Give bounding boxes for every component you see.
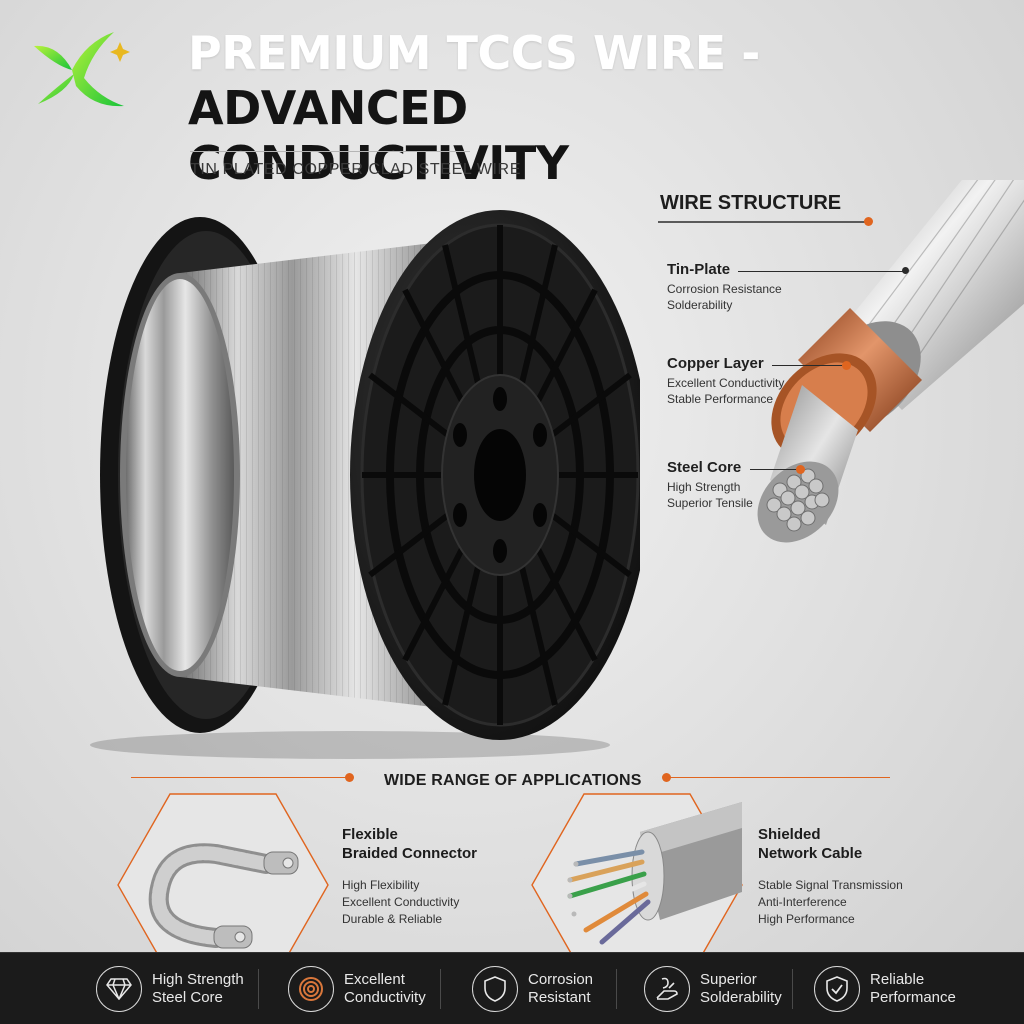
feature-label: Conductivity xyxy=(344,989,426,1006)
leader-dot-steel xyxy=(796,465,805,474)
feature-label: Reliable xyxy=(870,971,925,988)
layer-desc: Stable Performance xyxy=(667,392,774,406)
layer-name: Steel Core xyxy=(667,459,742,476)
layer-desc: Corrosion Resistance xyxy=(667,282,782,296)
applications-dot-left xyxy=(345,773,354,782)
feature-divider xyxy=(440,969,441,1009)
feature-divider xyxy=(616,969,617,1009)
wire-structure-title: WIRE STRUCTURE xyxy=(660,192,842,214)
layer-desc: High Strength xyxy=(667,480,741,494)
feature-label: Steel Core xyxy=(152,989,223,1006)
feature-label: Superior xyxy=(700,971,757,988)
app-desc: High Performance xyxy=(758,912,855,926)
feature-label: Solderability xyxy=(700,989,782,1006)
layer-tin-plate: Tin-Plate Corrosion Resistance Solderabi… xyxy=(667,261,837,313)
applications-title: WIDE RANGE OF APPLICATIONS xyxy=(384,772,642,789)
app-desc: Stable Signal Transmission xyxy=(758,878,903,892)
braided-connector-image xyxy=(117,793,329,977)
wire-structure-dot xyxy=(864,217,873,226)
feature-label: High Strength xyxy=(152,971,244,988)
app-name: Braided Connector xyxy=(342,845,478,862)
app-desc: High Flexibility xyxy=(342,878,420,892)
layer-name: Copper Layer xyxy=(667,355,764,372)
leader-dot-copper xyxy=(842,361,851,370)
applications-dot-right xyxy=(662,773,671,782)
app-name: Network Cable xyxy=(758,845,863,862)
coil-icon xyxy=(288,966,334,1012)
applications-header: WIDE RANGE OF APPLICATIONS xyxy=(0,770,1024,794)
page-title: PREMIUM TCCS WIRE - ADVANCED CONDUCTIVIT… xyxy=(188,26,808,191)
leader-line-steel xyxy=(750,469,798,470)
app-desc: Durable & Reliable xyxy=(342,912,443,926)
title-line-2: ADVANCED CONDUCTIVITY xyxy=(188,81,569,190)
shield-icon xyxy=(472,966,518,1012)
subtitle-divider xyxy=(190,151,470,152)
leader-dot-tin xyxy=(902,267,909,274)
feature-label: Resistant xyxy=(528,989,591,1006)
layer-desc: Solderability xyxy=(667,298,733,312)
solder-hand-icon xyxy=(644,966,690,1012)
layer-name: Tin-Plate xyxy=(667,261,731,278)
feature-label: Performance xyxy=(870,989,956,1006)
app-desc: Excellent Conductivity xyxy=(342,895,460,909)
applications-line-left xyxy=(131,777,349,778)
feature-divider xyxy=(258,969,259,1009)
wire-spool-image xyxy=(90,210,640,759)
network-cable-image xyxy=(531,793,743,977)
applications-line-right xyxy=(668,777,890,778)
page-subtitle: TIN PLATED COPPER CLAD STEEL WIRE xyxy=(190,161,521,178)
app-network-cable: Shielded Network Cable Stable Signal Tra… xyxy=(758,825,903,928)
title-line-1: PREMIUM TCCS WIRE - xyxy=(188,26,760,80)
app-name: Shielded xyxy=(758,826,821,843)
wire-cross-section-image xyxy=(757,180,1024,543)
layer-steel-core: Steel Core High Strength Superior Tensil… xyxy=(667,459,837,511)
diamond-icon xyxy=(96,966,142,1012)
feature-label: Excellent xyxy=(344,971,405,988)
feature-label: Corrosion xyxy=(528,971,594,988)
app-name: Flexible xyxy=(342,826,398,843)
layer-desc: Superior Tensile xyxy=(667,496,753,510)
layer-copper: Copper Layer Excellent Conductivity Stab… xyxy=(667,355,837,407)
app-desc: Anti-Interference xyxy=(758,895,847,909)
leader-line-tin xyxy=(738,271,906,272)
layer-desc: Excellent Conductivity xyxy=(667,376,785,390)
feature-divider xyxy=(792,969,793,1009)
wire-structure-underline xyxy=(658,221,868,223)
app-braided-connector: Flexible Braided Connector High Flexibil… xyxy=(342,825,477,928)
brand-logo xyxy=(34,32,130,107)
shield-check-icon xyxy=(814,966,860,1012)
leader-line-copper xyxy=(772,365,844,366)
